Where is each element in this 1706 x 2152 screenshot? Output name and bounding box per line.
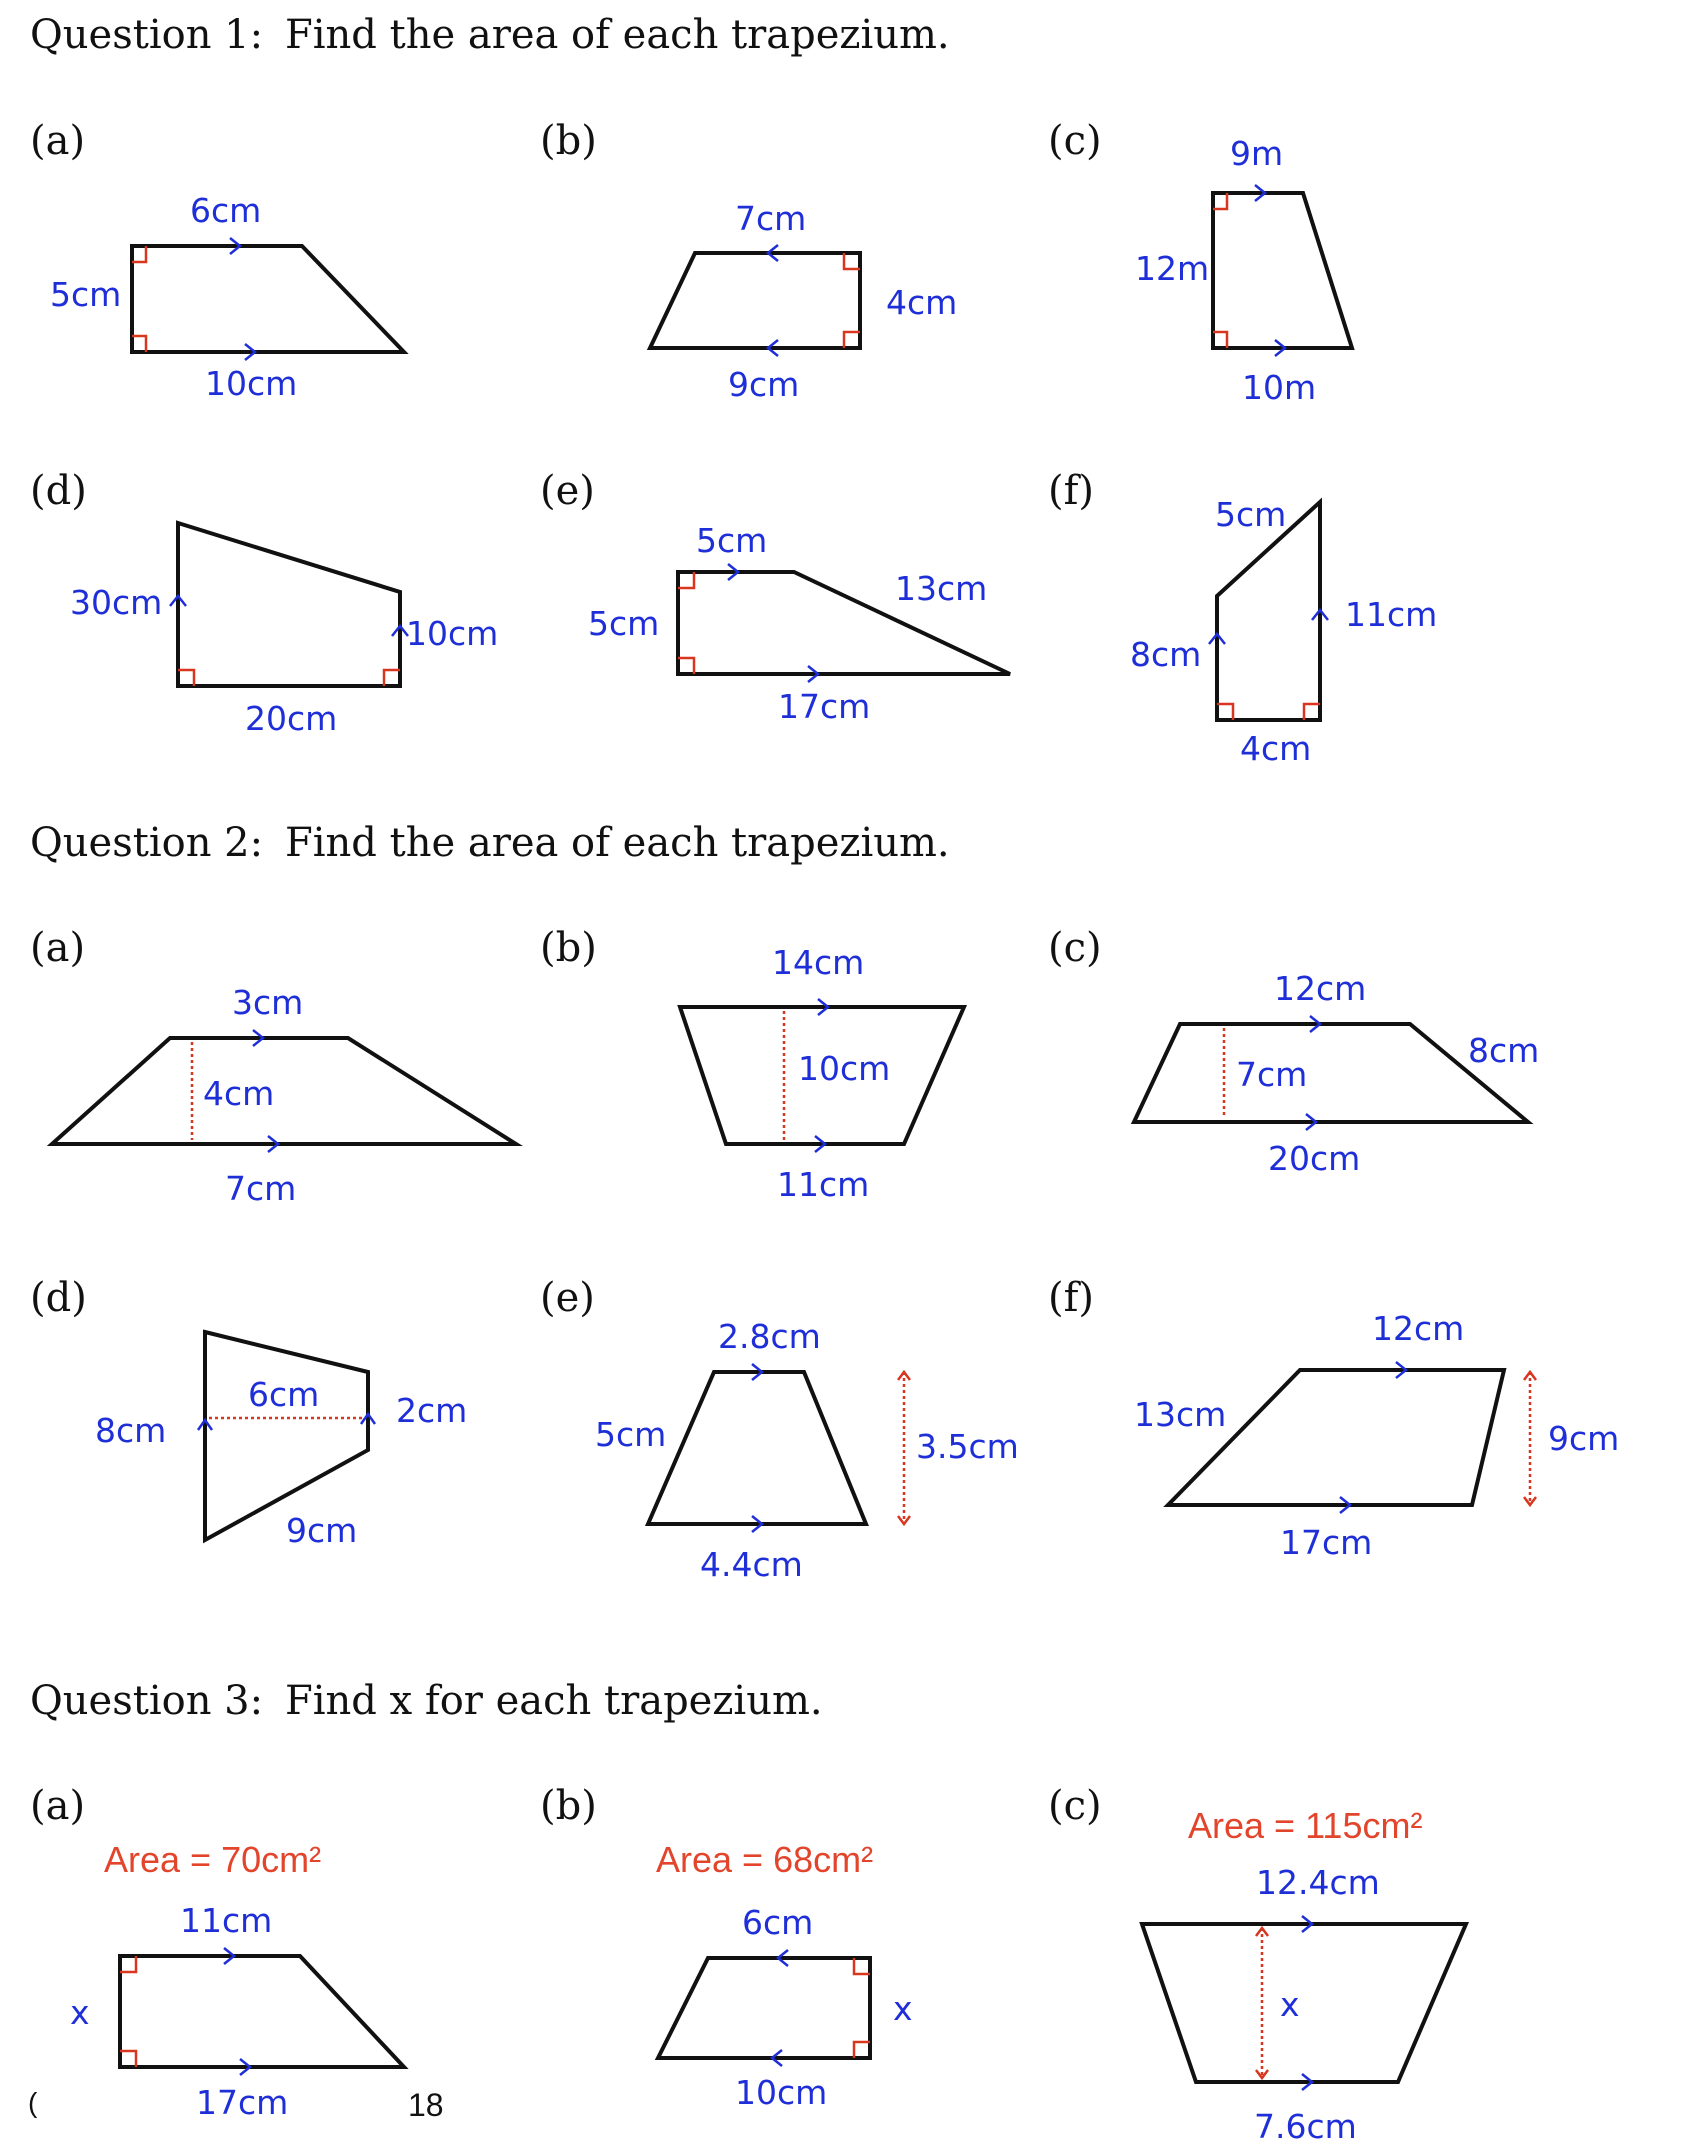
q3a-x-label: x bbox=[70, 1993, 90, 2032]
q1-part-f-label: (f) bbox=[1048, 468, 1095, 514]
q2b-height-label: 10cm bbox=[798, 1049, 890, 1088]
q1e-slant-label: 13cm bbox=[895, 569, 987, 608]
q2e-slant-label: 5cm bbox=[595, 1415, 666, 1454]
corner-mark: ( bbox=[28, 2087, 38, 2118]
q2c-top-label: 12cm bbox=[1274, 969, 1366, 1008]
q2c-bottom-label: 20cm bbox=[1268, 1139, 1360, 1178]
q1d-bottom-label: 20cm bbox=[245, 699, 337, 738]
q1a-top-label: 6cm bbox=[190, 191, 261, 230]
q2f-slant-label: 13cm bbox=[1134, 1395, 1226, 1434]
q2b-top-label: 14cm bbox=[772, 943, 864, 982]
q1f-bottom-label: 4cm bbox=[1240, 729, 1311, 768]
q1d-right-label: 10cm bbox=[406, 614, 498, 653]
q2e-bottom-label: 4.4cm bbox=[700, 1545, 803, 1584]
q2f-height-label: 9cm bbox=[1548, 1419, 1619, 1458]
q2c-height-label: 7cm bbox=[1236, 1055, 1307, 1094]
q1f-right-label: 11cm bbox=[1345, 595, 1437, 634]
q2d-slant-label: 9cm bbox=[286, 1511, 357, 1550]
q3c-top-label: 12.4cm bbox=[1256, 1863, 1380, 1902]
q3a-area-label: Area = 70cm² bbox=[104, 1839, 321, 1880]
q1-part-e-label: (e) bbox=[540, 468, 595, 514]
q2a-height-label: 4cm bbox=[203, 1074, 274, 1113]
q3-part-b-label: (b) bbox=[540, 1783, 597, 1829]
q2a-bottom-label: 7cm bbox=[225, 1169, 296, 1208]
q2e-top-label: 2.8cm bbox=[718, 1317, 821, 1356]
q1d-trapezium: 30cm 10cm 20cm bbox=[70, 520, 498, 738]
q1c-side-label: 12m bbox=[1135, 249, 1209, 288]
question-1-heading: Question 1:Find the area of each trapezi… bbox=[30, 12, 950, 58]
q1b-bottom-label: 9cm bbox=[728, 365, 799, 404]
q1e-bottom-label: 17cm bbox=[778, 687, 870, 726]
q3c-area-label: Area = 115cm² bbox=[1188, 1805, 1422, 1846]
q3c-trapezium: Area = 115cm² 12.4cm x 7.6cm bbox=[1139, 1805, 1470, 2146]
q1f-top-label: 5cm bbox=[1215, 495, 1286, 534]
q1c-top-label: 9m bbox=[1230, 134, 1283, 173]
q1f-left-label: 8cm bbox=[1130, 635, 1201, 674]
q3b-area-label: Area = 68cm² bbox=[656, 1839, 873, 1880]
q1-part-d-label: (d) bbox=[30, 468, 87, 514]
q2-part-c-label: (c) bbox=[1048, 925, 1102, 971]
q2d-height-label: 6cm bbox=[248, 1375, 319, 1414]
q2d-left-label: 8cm bbox=[95, 1411, 166, 1450]
q3b-bottom-label: 10cm bbox=[735, 2073, 827, 2112]
q2f-parallelogram: 12cm 13cm 9cm 17cm bbox=[1134, 1309, 1619, 1562]
q1d-left-label: 30cm bbox=[70, 583, 162, 622]
q2f-bottom-label: 17cm bbox=[1280, 1523, 1372, 1562]
q3b-x-label: x bbox=[893, 1989, 913, 2028]
q1b-trapezium: 7cm 4cm 9cm bbox=[646, 199, 957, 404]
q1b-top-label: 7cm bbox=[735, 199, 806, 238]
q2b-trapezium: 14cm 10cm 11cm bbox=[677, 943, 968, 1204]
page-number: 18 bbox=[408, 2087, 444, 2123]
q3-part-a-label: (a) bbox=[30, 1783, 86, 1829]
q1e-side-label: 5cm bbox=[588, 604, 659, 643]
q1a-bottom-label: 10cm bbox=[205, 364, 297, 403]
q3b-top-label: 6cm bbox=[742, 1903, 813, 1942]
q2e-height-label: 3.5cm bbox=[916, 1427, 1019, 1466]
q2c-trapezium: 12cm 7cm 8cm 20cm bbox=[1130, 969, 1539, 1178]
q3a-trapezium: Area = 70cm² 11cm x 17cm bbox=[70, 1839, 409, 2122]
q2-part-f-label: (f) bbox=[1048, 1275, 1095, 1321]
q1-part-a-label: (a) bbox=[30, 118, 86, 164]
q1c-bottom-label: 10m bbox=[1242, 368, 1316, 407]
q3b-trapezium: Area = 68cm² 6cm x 10cm bbox=[654, 1839, 913, 2112]
q1e-trapezium: 5cm 13cm 5cm 17cm bbox=[588, 521, 1011, 726]
q2-part-e-label: (e) bbox=[540, 1275, 595, 1321]
question-3-heading: Question 3:Find x for each trapezium. bbox=[30, 1678, 823, 1724]
q3c-bottom-label: 7.6cm bbox=[1254, 2107, 1357, 2146]
question-2-heading: Question 2:Find the area of each trapezi… bbox=[30, 820, 950, 866]
q2a-trapezium: 3cm 4cm 7cm bbox=[46, 983, 523, 1208]
q3-part-c-label: (c) bbox=[1048, 1783, 1102, 1829]
q3a-bottom-label: 17cm bbox=[196, 2083, 288, 2122]
q2-part-d-label: (d) bbox=[30, 1275, 87, 1321]
q2-part-a-label: (a) bbox=[30, 925, 86, 971]
q1-part-c-label: (c) bbox=[1048, 118, 1102, 164]
q1c-trapezium: 9m 12m 10m bbox=[1135, 134, 1355, 407]
q2f-top-label: 12cm bbox=[1372, 1309, 1464, 1348]
q1b-side-label: 4cm bbox=[886, 283, 957, 322]
q1a-side-label: 5cm bbox=[50, 275, 121, 314]
q2d-trapezium: 8cm 6cm 2cm 9cm bbox=[95, 1329, 467, 1550]
q2b-bottom-label: 11cm bbox=[777, 1165, 869, 1204]
q1f-trapezium: 5cm 8cm 11cm 4cm bbox=[1130, 495, 1437, 768]
q2d-right-label: 2cm bbox=[396, 1391, 467, 1430]
q2a-top-label: 3cm bbox=[232, 983, 303, 1022]
q2-part-b-label: (b) bbox=[540, 925, 597, 971]
q3a-top-label: 11cm bbox=[180, 1901, 272, 1940]
q3c-x-label: x bbox=[1280, 1985, 1300, 2024]
q1a-trapezium: 6cm 5cm 10cm bbox=[50, 191, 409, 403]
q1e-top-label: 5cm bbox=[696, 521, 767, 560]
q1-part-b-label: (b) bbox=[540, 118, 597, 164]
q2e-trapezium: 2.8cm 5cm 3.5cm 4.4cm bbox=[595, 1317, 1019, 1584]
q2c-slant-label: 8cm bbox=[1468, 1031, 1539, 1070]
